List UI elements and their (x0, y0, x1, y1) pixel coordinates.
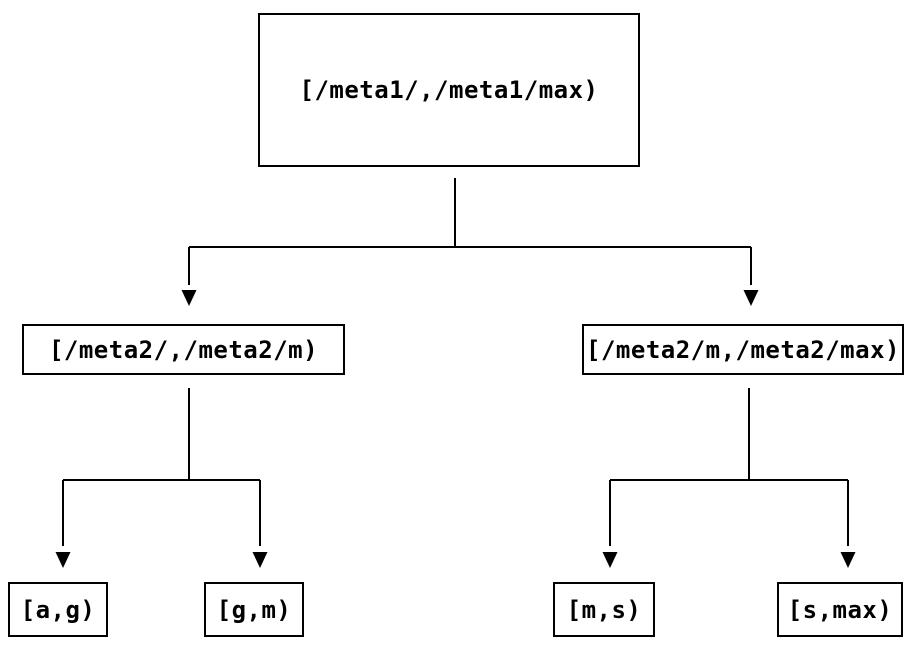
tree-node-root-label: [/meta1/,/meta1/max) (299, 76, 599, 104)
arrow-down-icon (252, 552, 268, 568)
edge-root-children (188, 178, 752, 285)
tree-node-leaf-ms-label: [m,s) (566, 595, 642, 624)
arrow-down-icon (55, 552, 71, 568)
tree-node-meta2-left: [/meta2/,/meta2/m) (22, 324, 345, 375)
tree-node-meta2-left-label: [/meta2/,/meta2/m) (48, 335, 319, 364)
edge-midleft-children (62, 388, 261, 546)
arrow-down-icon (840, 552, 856, 568)
tree-node-leaf-gm: [g,m) (204, 582, 304, 637)
tree-node-leaf-smax: [s,max) (777, 582, 903, 637)
edge-midright-children (609, 388, 849, 546)
tree-node-meta2-right-label: [/meta2/m,/meta2/max) (586, 335, 900, 364)
tree-node-leaf-ms: [m,s) (553, 582, 655, 637)
tree-node-leaf-ag-label: [a,g) (20, 595, 96, 624)
tree-node-leaf-smax-label: [s,max) (787, 595, 893, 624)
tree-node-leaf-ag: [a,g) (8, 582, 108, 637)
tree-node-leaf-gm-label: [g,m) (216, 595, 292, 624)
tree-node-root: [/meta1/,/meta1/max) (258, 13, 640, 167)
arrow-down-icon (181, 290, 197, 306)
arrow-down-icon (602, 552, 618, 568)
tree-node-meta2-right: [/meta2/m,/meta2/max) (582, 324, 904, 375)
arrow-down-icon (743, 290, 759, 306)
